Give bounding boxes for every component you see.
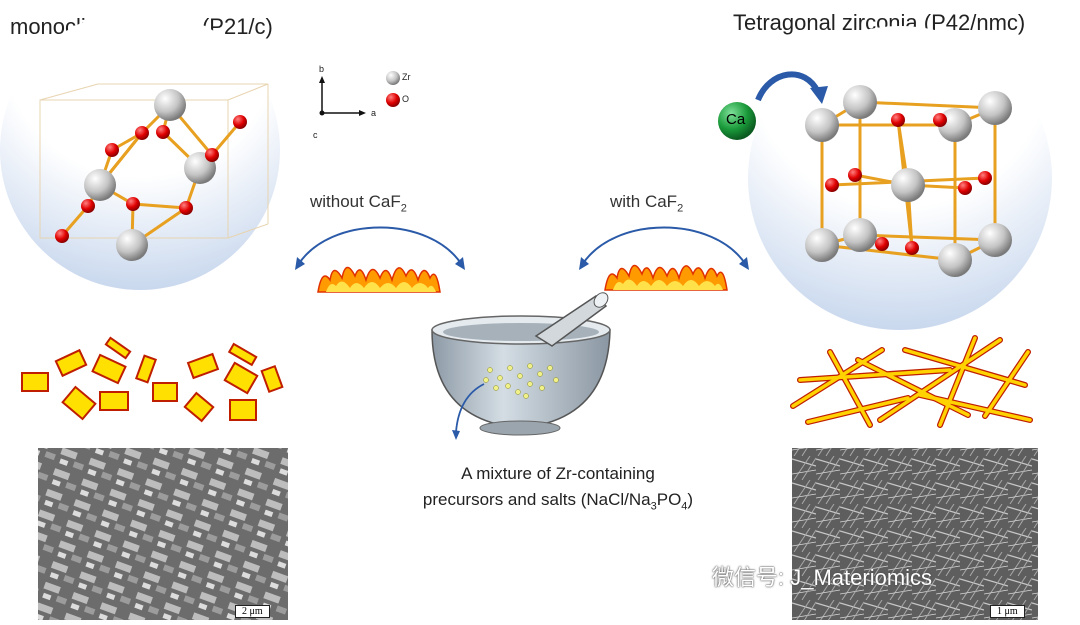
tetragonal-structure <box>748 26 1052 330</box>
ca-label: Ca <box>726 111 746 128</box>
watermark: 微信号: J_Materiomics <box>712 565 933 590</box>
sem-image-tetragonal <box>792 448 1038 620</box>
rod-morphology <box>790 335 1033 428</box>
axes-legend <box>319 71 400 116</box>
axis-a-label: a <box>371 108 377 118</box>
fire-icon <box>317 266 441 293</box>
axis-b-label: b <box>319 64 325 74</box>
axis-c-label: c <box>313 130 318 140</box>
plate-morphology <box>21 336 284 423</box>
mortar-pestle-icon <box>431 292 611 440</box>
scale-bar-right: 1 μm <box>990 605 1025 618</box>
with-caf2-arrow <box>579 226 749 270</box>
sem-image-monoclinic <box>38 448 288 620</box>
mixture-caption: A mixture of Zr-containing precursors an… <box>422 464 694 513</box>
ca-dopant <box>718 71 828 140</box>
with-caf2-label: with CaF2 <box>610 192 684 215</box>
legend-o-label: O <box>402 94 410 104</box>
monoclinic-structure <box>0 10 280 290</box>
without-caf2-label: without CaF2 <box>310 192 407 215</box>
legend-zr-label: Zr <box>402 72 411 82</box>
fire-icon <box>604 264 728 291</box>
without-caf2-arrow <box>295 226 465 270</box>
scale-bar-left: 2 μm <box>235 605 270 618</box>
